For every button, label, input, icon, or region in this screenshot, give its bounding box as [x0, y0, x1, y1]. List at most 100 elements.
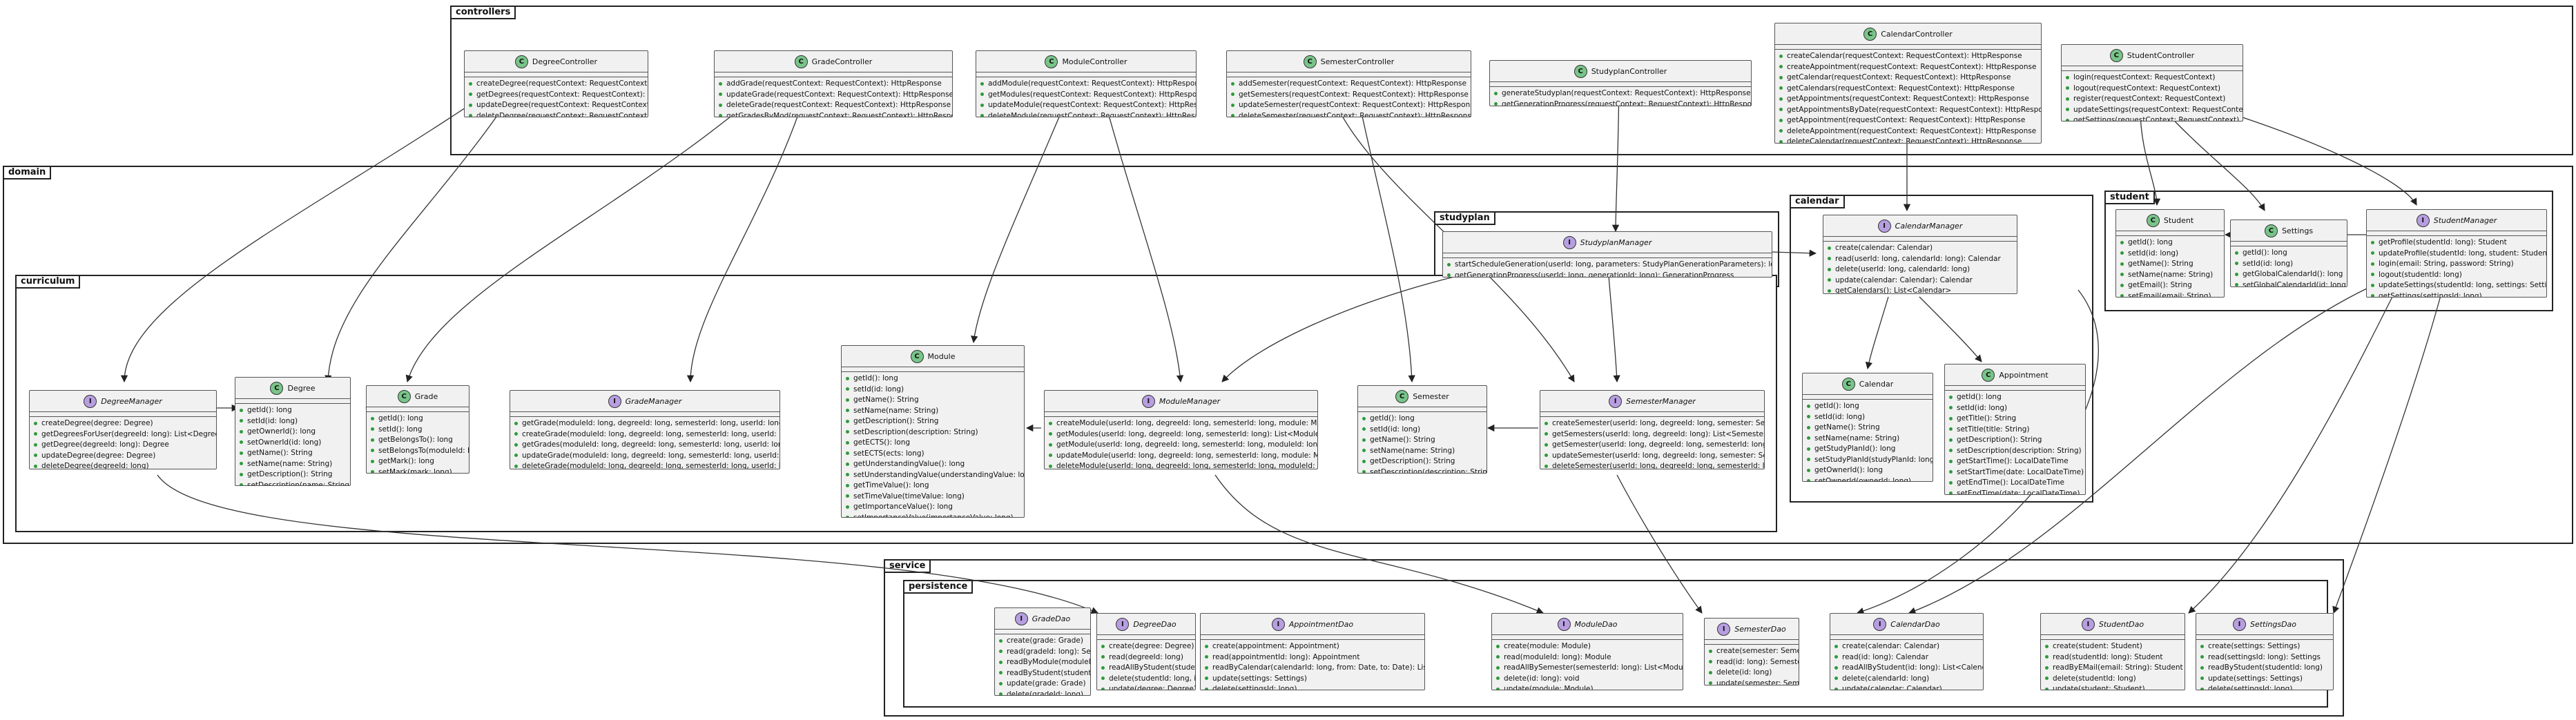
public-visibility-icon [719, 114, 722, 117]
method-row: updateProfile(studentId: long, student: … [2371, 249, 2546, 260]
public-visibility-icon [846, 409, 849, 412]
public-visibility-icon [240, 451, 243, 455]
method-signature: getAppointments(requestContext: RequestC… [1787, 95, 2029, 103]
public-visibility-icon [34, 421, 37, 425]
public-visibility-icon [1807, 415, 1810, 418]
public-visibility-icon [2045, 655, 2049, 659]
method-row: read(studentId: long): Student [2045, 652, 2180, 663]
method-signature: update(settings: Settings) [2208, 674, 2303, 683]
method-signature: getGlobalCalendarId(): long [2243, 270, 2343, 278]
public-visibility-icon [1049, 421, 1052, 425]
method-signature: getName(): String [2128, 260, 2194, 268]
method-signature: updateGrade(requestContext: RequestConte… [726, 90, 953, 99]
method-row: getName(): String [1362, 435, 1482, 446]
method-row: updateGrade(requestContext: RequestConte… [719, 90, 952, 101]
method-signature: getMark(): long [378, 457, 434, 465]
public-visibility-icon [1362, 470, 1366, 473]
method-compartment: create(settings: Settings)read(settingsI… [2196, 640, 2333, 690]
method-signature: getCalendar(requestContext: RequestConte… [1787, 73, 2011, 81]
method-signature: setId(): long [378, 425, 423, 434]
public-visibility-icon [719, 81, 722, 86]
method-row: read(id: long): Calendar [1834, 652, 1979, 663]
method-row: getOwnerId(): long [240, 427, 346, 438]
method-signature: setOwnerId(id: long) [247, 438, 322, 447]
public-visibility-icon [999, 639, 1003, 643]
public-visibility-icon [1779, 86, 1783, 90]
attribute-compartment [1830, 635, 1983, 640]
class-stereotype-icon: C [1573, 64, 1587, 78]
method-signature: setMark(mark: long) [378, 467, 452, 474]
interface-stereotype-icon: I [608, 394, 621, 408]
public-visibility-icon [1709, 660, 1712, 663]
method-compartment: login(requestContext: RequestContext)log… [2062, 71, 2243, 121]
method-row: getAppointmentsByDate(requestContext: Re… [1779, 105, 2041, 116]
method-row: setName(name: String) [1362, 446, 1482, 457]
method-row: logout(studentId: long) [2371, 270, 2542, 281]
method-row: getStudyPlanId(): long [1807, 444, 1928, 455]
public-visibility-icon [2235, 262, 2238, 265]
method-signature: update(semester: Semester) [1716, 679, 1799, 685]
method-row: read(appointmentId: long): Appointment [1205, 652, 1420, 663]
method-row: readByStudent(studentId: long) [2200, 663, 2329, 674]
method-signature: getDescription(): String [1370, 457, 1455, 465]
public-visibility-icon [2066, 108, 2069, 111]
public-visibility-icon [1362, 449, 1366, 452]
method-signature: create(calendar: Calendar) [1842, 642, 1940, 650]
method-row: getCalendars(): List<Calendar> [1828, 286, 2013, 293]
class-stereotype-icon: C [514, 55, 528, 68]
public-visibility-icon [2200, 687, 2204, 690]
public-visibility-icon [846, 376, 849, 380]
method-signature: getName(): String [1814, 423, 1880, 431]
public-visibility-icon [1205, 677, 1208, 680]
method-row: update(student: Student) [2045, 684, 2180, 690]
public-visibility-icon [1779, 129, 1783, 133]
class-name: Settings [2281, 226, 2314, 235]
method-row: deleteGrade(requestContext: RequestConte… [719, 100, 951, 111]
method-row: getECTS(): long [846, 438, 1020, 449]
class-stereotype-icon: C [2109, 48, 2123, 62]
method-row: readAllByStudent(id: long): List<Calenda… [1834, 663, 1983, 674]
method-row: getName(): String [846, 395, 1020, 406]
interface-stereotype-icon: I [1141, 394, 1155, 408]
method-signature: readAllByStudent(studentId: long) [1109, 663, 1195, 672]
method-row: createDegree(degree: Degree) [34, 418, 212, 429]
public-visibility-icon [846, 387, 849, 391]
method-compartment: create(calendar: Calendar)read(userId: l… [1823, 242, 2017, 293]
public-visibility-icon [1101, 665, 1105, 670]
public-visibility-icon [514, 442, 518, 447]
method-row: setTitle(title: String) [1949, 425, 2081, 436]
method-signature: create(degree: Degree) [1109, 642, 1194, 650]
method-signature: getTimeValue(): long [853, 481, 929, 489]
class-stereotype-icon: C [794, 55, 808, 68]
method-row: create(appointment: Appointment) [1205, 641, 1420, 652]
method-signature: updateDegree(requestContext: RequestCont… [476, 101, 648, 109]
method-signature: deleteAppointment(requestContext: Reques… [1787, 126, 2037, 135]
public-visibility-icon [999, 660, 1003, 664]
method-row: getDescription(): String [1949, 435, 2081, 446]
method-signature: create(calendar: Calendar) [1835, 244, 1933, 252]
method-signature: getGrades(moduleId: long, degreeId: long… [522, 440, 779, 449]
public-visibility-icon [2371, 262, 2374, 266]
method-compartment: createCalendar(requestContext: RequestCo… [1775, 50, 2041, 143]
method-row: getModules(requestContext: RequestContex… [980, 90, 1196, 101]
method-row: delete(id: long): void [1496, 674, 1678, 685]
method-signature: getName(): String [1370, 436, 1435, 444]
method-row: getGenerationProgress(userId: long, gene… [1447, 271, 1768, 277]
public-visibility-icon [2235, 272, 2238, 276]
public-visibility-icon [371, 459, 374, 463]
interface-stereotype-icon: I [84, 394, 97, 408]
attribute-compartment [1775, 45, 2041, 50]
method-signature: getGenerationProgress(requestContext: Re… [1502, 99, 1752, 106]
method-row: getId(): long [1807, 401, 1928, 412]
